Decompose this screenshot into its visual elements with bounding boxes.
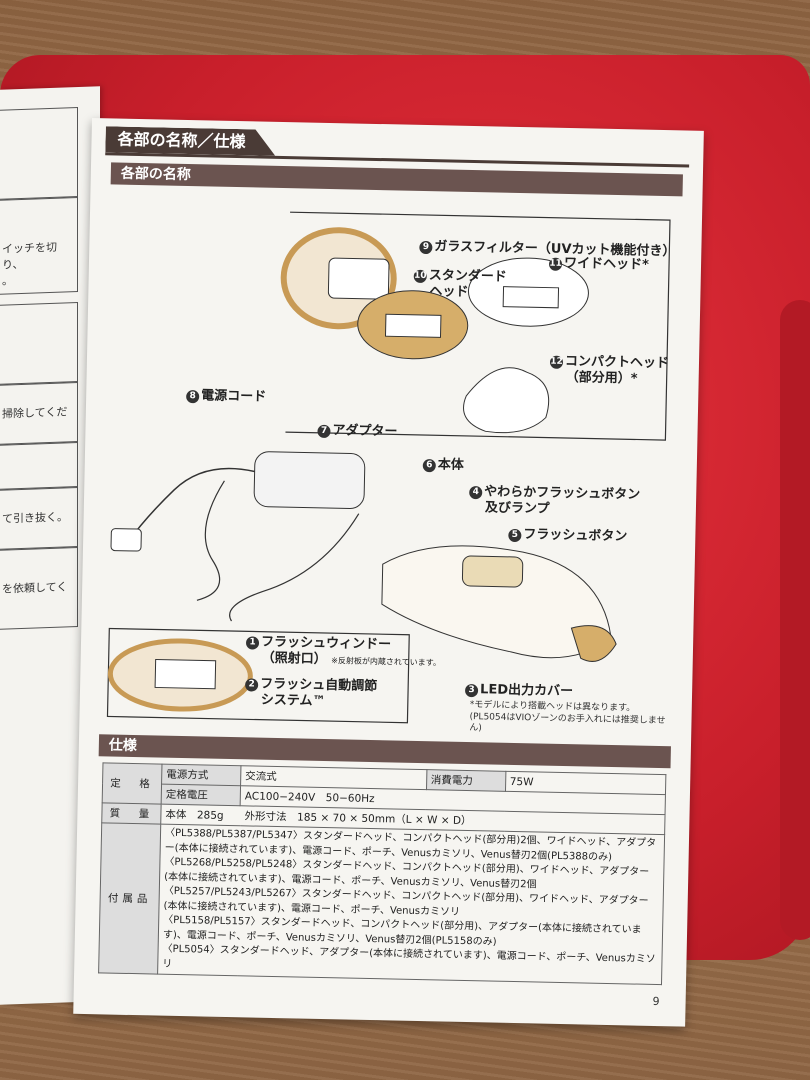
spec-header-rating: 定 格	[102, 762, 162, 805]
part-number-badge: 5	[508, 528, 522, 543]
table-row: 付属品 〈PL5388/PL5387/PL5347〉スタンダードヘッド、コンパク…	[98, 822, 665, 985]
part-label: LED出力カバー	[479, 682, 574, 700]
part-label: フラッシュ自動調節	[260, 676, 378, 695]
part-number-badge: 4	[469, 485, 483, 500]
part-number-badge: 2	[245, 678, 259, 692]
part-number-badge: 6	[422, 459, 436, 473]
part-number-badge: 12	[549, 355, 564, 369]
part-note: ※反射板が内蔵されています。	[331, 655, 441, 668]
spec-header-mass: 質 量	[101, 802, 162, 825]
head-note: *モデルにより搭載ヘッドは異なります。(PL5054はVIOゾーンのお手入れには…	[469, 700, 666, 734]
part-label-line2: （部分用）*	[565, 369, 638, 387]
page-number: 9	[652, 994, 660, 1009]
part-number-badge: 10	[413, 269, 427, 284]
part-number-badge: 8	[186, 390, 200, 404]
accessories-cell: 〈PL5388/PL5387/PL5347〉スタンダードヘッド、コンパクトヘッド…	[157, 824, 665, 985]
left-page-cell: イッチを切り、 。	[0, 197, 78, 295]
left-page-cell: て引き抜く。	[0, 487, 78, 550]
part-label: アダプター	[332, 423, 398, 440]
part-label: フラッシュウィンドー	[260, 634, 392, 653]
part-number-badge: 9	[419, 240, 433, 255]
part-label-line2: 及びランプ	[484, 499, 550, 517]
left-page-text: 掃除してくだ	[2, 405, 68, 421]
pouch-zipper-edge	[780, 300, 810, 940]
spec-label: 消費電力	[426, 769, 506, 792]
part-number-badge: 3	[464, 683, 479, 698]
part-label: フラッシュボタン	[523, 527, 628, 545]
part-label-line2: （照射口）	[261, 650, 327, 667]
part-label: コンパクトヘッド	[564, 353, 670, 372]
part-number-badge: 1	[245, 636, 260, 650]
manual-page: 各部の名称／仕様 各部の名称	[73, 118, 704, 1027]
spec-label: 定格電圧	[161, 784, 241, 806]
left-page-text: て引き抜く。	[2, 510, 68, 526]
spec-header-accessories: 付属品	[98, 822, 161, 975]
left-page-text: を依頼してく	[2, 580, 68, 596]
part-label: 本体	[437, 457, 464, 473]
left-page-text: イッチを切り、	[2, 240, 57, 272]
part-number-badge: 7	[317, 424, 331, 439]
part-label-line2: ヘッド	[429, 283, 469, 300]
part-number-badge: 11	[548, 257, 563, 271]
left-page-cell: を依頼してく	[0, 547, 78, 630]
left-page-cell	[0, 107, 78, 200]
spec-table: 定 格 電源方式 交流式 消費電力 75W 定格電圧 AC100−240V 50…	[98, 762, 666, 985]
part-label: ワイドヘッド*	[563, 255, 650, 273]
diagram-illustration	[106, 211, 671, 724]
part-label: スタンダード	[428, 268, 507, 285]
part-label-line2: システム™	[260, 692, 326, 709]
left-page-text: 。	[2, 274, 13, 288]
page-title: 各部の名称／仕様	[105, 126, 276, 156]
left-page-cell	[0, 302, 78, 385]
part-label: 電源コード	[201, 388, 267, 405]
left-page-cell: 掃除してくだ	[0, 382, 78, 445]
spec-label: 電源方式	[161, 764, 241, 786]
left-page-cell	[0, 442, 78, 490]
